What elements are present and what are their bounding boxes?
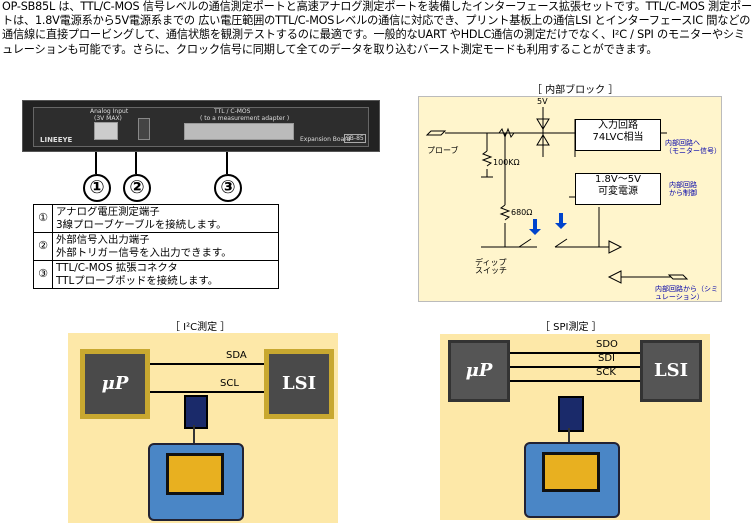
spi-device-screen xyxy=(542,452,600,492)
model-label: SB-85 xyxy=(344,134,366,143)
analog-port xyxy=(94,122,118,140)
scl-line xyxy=(150,391,264,393)
power-supply-box: 1.8V〜5V 可変電源 xyxy=(575,173,661,205)
input-circuit-line2: 74LVC相当 xyxy=(592,132,644,143)
sdi-label: SDI xyxy=(598,353,615,364)
input-circuit-line1: 入力回路 xyxy=(598,120,638,131)
spi-lsi-chip: LSI xyxy=(640,340,702,402)
power-line1: 1.8V〜5V xyxy=(595,174,641,185)
resistor-100k-label: 100KΩ xyxy=(493,158,520,167)
callout-arrow-2 xyxy=(135,152,137,174)
analog-label: Analog Input xyxy=(90,108,129,115)
legend-title: アナログ電圧測定端子 xyxy=(56,206,160,218)
sck-label: SCK xyxy=(596,367,616,378)
legend-number: ③ xyxy=(33,260,53,289)
brand-logo: LINEEYE xyxy=(40,136,73,144)
control-label: 内部回路から制御 xyxy=(669,181,697,197)
sdi-line xyxy=(510,366,640,368)
callout-number-3: ③ xyxy=(214,174,242,202)
callout-arrow-1 xyxy=(95,152,97,174)
callout-number-1: ① xyxy=(83,174,111,202)
legend-desc: 3線プローブケーブルを接続します。 xyxy=(56,218,227,231)
5v-label: 5V xyxy=(537,97,548,106)
spi-probe-cable xyxy=(568,428,570,444)
i2c-probe-pod xyxy=(184,395,208,429)
legend-desc: 外部トリガー信号を入出力できます。 xyxy=(56,246,232,259)
power-line2: 可変電源 xyxy=(598,186,638,197)
i2c-analyzer-device xyxy=(148,443,244,521)
callout-arrow-3 xyxy=(226,152,228,174)
external-signal-port xyxy=(138,118,150,140)
expansion-label: Expansion Board xyxy=(300,136,351,143)
block-wiring xyxy=(425,107,689,284)
sdo-label: SDO xyxy=(596,339,618,350)
dip-switch-label: ディップスイッチ xyxy=(475,258,507,275)
sda-label: SDA xyxy=(226,350,247,361)
i2c-up-chip: μP xyxy=(80,349,150,419)
sda-line xyxy=(150,363,264,365)
expansion-board-photo: Analog Input (3V MAX) TTL / C-MOS ( to a… xyxy=(22,100,380,152)
ttl-label: TTL / C-MOS xyxy=(214,108,251,115)
from-internal-label: 内部回路から（シミュレーション） xyxy=(655,285,718,301)
intro-paragraph: OP-SB85L は、TTL/C-MOS 信号レベルの通信測定ポートと高速アナロ… xyxy=(2,0,752,56)
analog-sub: (3V MAX) xyxy=(94,115,122,122)
resistor-680-label: 680Ω xyxy=(511,208,533,217)
probe-label: プローブ xyxy=(427,146,459,155)
legend-number: ② xyxy=(33,232,53,261)
sdo-line xyxy=(510,352,640,354)
sck-line xyxy=(510,380,640,382)
spi-probe-pod xyxy=(558,396,584,432)
i2c-lsi-chip: LSI xyxy=(264,349,334,419)
legend-title: 外部信号入出力端子 xyxy=(56,234,150,246)
spi-panel: μP LSI SDO SDI SCK xyxy=(440,334,710,520)
ttl-sub: ( to a measurement adapter ) xyxy=(200,115,290,122)
board-faceplate: Analog Input (3V MAX) TTL / C-MOS ( to a… xyxy=(33,107,369,147)
internal-block-diagram: プローブ 100KΩ 680Ω 5V 入力回路 74LVC相当 1.8V〜5V … xyxy=(418,96,722,302)
legend-desc: TTLプローブポッドを接続します。 xyxy=(56,274,219,287)
i2c-device-screen xyxy=(166,453,224,495)
spi-up-chip: μP xyxy=(448,340,510,402)
i2c-panel: μP LSI SDA SCL xyxy=(68,333,338,523)
block-caption: ［ 内部ブロック ］ xyxy=(532,85,619,96)
ttl-connector xyxy=(184,123,294,140)
legend-title: TTL/C-MOS 拡張コネクタ xyxy=(56,262,178,274)
input-circuit-box: 入力回路 74LVC相当 xyxy=(575,119,661,151)
callout-number-2: ② xyxy=(123,174,151,202)
i2c-probe-cable xyxy=(193,425,195,443)
spi-caption: ［ SPI測定 ］ xyxy=(540,322,602,333)
i2c-caption: ［ I²C測定 ］ xyxy=(170,322,231,333)
spi-analyzer-device xyxy=(524,442,620,518)
to-internal-label: 内部回路へ（モニター信号） xyxy=(665,139,721,155)
scl-label: SCL xyxy=(220,378,239,389)
legend-row: ② 外部信号入出力端子外部トリガー信号を入出力できます。 xyxy=(33,232,279,261)
legend-number: ① xyxy=(33,204,53,233)
